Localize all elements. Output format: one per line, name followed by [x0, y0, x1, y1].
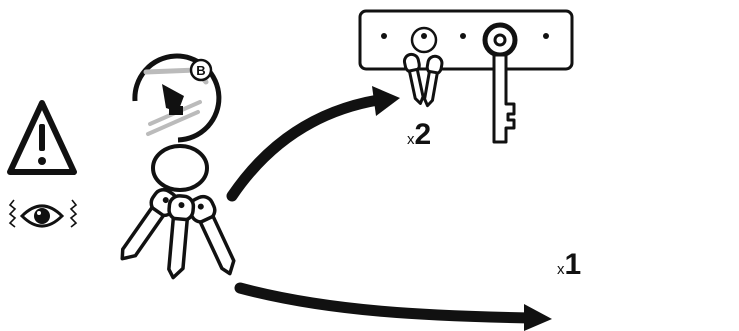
home-key-quantity: x2 [407, 118, 431, 152]
ring-key-middle [163, 195, 194, 279]
car-quantity-value: 1 [565, 248, 582, 281]
arrow-to-home [232, 86, 400, 196]
skeleton-key-icon [485, 25, 515, 142]
car-quantity-prefix: x [557, 261, 565, 278]
key-ring-icon [114, 146, 242, 279]
home-quantity-value: 2 [415, 118, 432, 151]
eye-icon [10, 200, 76, 227]
b-key-tag-icon: B [135, 56, 219, 140]
warning-triangle-icon [10, 103, 74, 172]
arrow-to-car [240, 288, 552, 331]
key-board-icon [360, 11, 572, 107]
home-quantity-prefix: x [407, 131, 415, 148]
car-key-quantity: x1 [557, 248, 581, 282]
b-badge-letter: B [196, 63, 205, 78]
